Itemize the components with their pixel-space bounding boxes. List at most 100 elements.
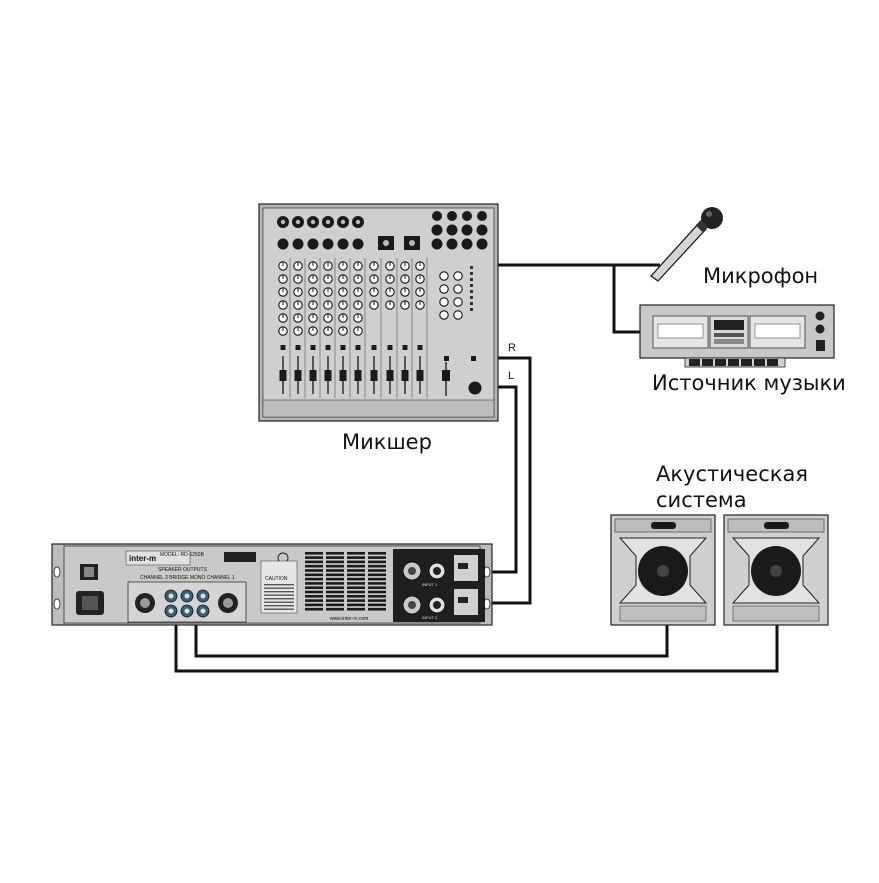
vent-slot (326, 560, 344, 564)
deck-button (741, 359, 752, 366)
master-jack (431, 224, 443, 236)
vent-slot (347, 552, 365, 555)
fader-knob (324, 370, 332, 381)
amp-website-label: www.inter-m.com (330, 616, 368, 622)
phones-jack (468, 381, 482, 395)
channel-r-label: R (508, 342, 516, 354)
vent-slot (347, 573, 365, 577)
amp-speaker-outputs-label: SPEAKER OUTPUTS (158, 567, 208, 573)
fader-knob (294, 370, 302, 381)
vent-slot (368, 564, 386, 568)
master-knob (439, 297, 449, 307)
vent-slot (368, 590, 386, 594)
cable-amp-speaker-right (174, 618, 779, 673)
vent-slot (347, 607, 365, 611)
channel-button (355, 345, 361, 350)
vent-slot (305, 590, 323, 594)
cable-amp-speaker-left (194, 618, 669, 658)
speaker-right (723, 514, 829, 626)
vent-slot (368, 556, 386, 559)
master-jack (432, 211, 442, 221)
master-fader-knob (442, 370, 450, 381)
cable-mixer-music-source (612, 265, 640, 334)
channel-button (371, 345, 377, 350)
vent-slot (326, 569, 344, 572)
channel-button (340, 345, 346, 350)
vent-slot (347, 595, 365, 598)
vent-slot (305, 564, 323, 568)
vent-slot (305, 582, 323, 585)
vent-slot (368, 552, 386, 555)
vent-slot (305, 603, 323, 607)
master-jack (462, 211, 472, 221)
line-input-jack (277, 238, 289, 250)
vent-slot (326, 603, 344, 607)
amp-input2-label: INPUT 2 (422, 615, 438, 620)
speaker-left (610, 514, 716, 626)
vent-slot (347, 569, 365, 572)
meter-led (470, 290, 473, 293)
vent-slot (368, 599, 386, 602)
master-jack (447, 211, 457, 221)
line-input-jack (337, 238, 349, 250)
channel-button (417, 345, 423, 350)
music-source-label: Источник музыки (652, 371, 846, 395)
vent-slot (305, 552, 323, 555)
vent-slot (347, 564, 365, 568)
deck-button (689, 359, 700, 366)
master-jack (461, 224, 473, 236)
channel-button (325, 345, 331, 350)
vent-slot (368, 595, 386, 598)
vent-slot (347, 556, 365, 559)
vent-slot (305, 569, 323, 572)
channel-button (295, 345, 301, 350)
fader-knob (279, 370, 287, 381)
fader-knob (401, 370, 409, 381)
meter-led (470, 302, 473, 305)
channel-button (402, 345, 408, 350)
fader-knob (386, 370, 394, 381)
fader-knob (370, 370, 378, 381)
amp-brand-label: inter-m (129, 554, 156, 563)
vent-slot (368, 603, 386, 607)
vent-slot (305, 607, 323, 611)
vent-slot (326, 556, 344, 559)
speaker-system-label-line1: Акустическая (656, 462, 808, 486)
master-knob (453, 284, 463, 294)
vent-slot (326, 564, 344, 568)
master-jack (476, 238, 488, 250)
meter-led (470, 266, 473, 269)
vent-slot (305, 595, 323, 598)
vent-slot (368, 573, 386, 577)
vent-slot (305, 599, 323, 602)
channel-button (310, 345, 316, 350)
master-knob (439, 271, 449, 281)
vent-slot (305, 573, 323, 577)
vent-slot (326, 577, 344, 581)
fader-knob (309, 370, 317, 381)
meter-led (470, 296, 473, 299)
speaker-system-label-line2: система (656, 488, 747, 512)
channel-l-label: L (508, 370, 515, 382)
vent-slot (326, 573, 344, 577)
vent-slot (368, 577, 386, 581)
meter-led (470, 308, 473, 311)
meter-led (470, 272, 473, 275)
deck-button (728, 359, 739, 366)
mixer-label: Микшер (342, 430, 432, 454)
vent-slot (326, 582, 344, 585)
master-jack (461, 238, 473, 250)
vent-slot (326, 552, 344, 555)
meter-led (470, 284, 473, 287)
channel-button (387, 345, 393, 350)
vent-slot (368, 582, 386, 585)
vent-slot (347, 599, 365, 602)
master-knob (453, 310, 463, 320)
vent-slot (305, 560, 323, 564)
vent-slot (326, 590, 344, 594)
vent-slot (368, 560, 386, 564)
amp-channel-bridge-label: CHANNEL 2 BRIDGE MONO CHANNEL 1 (140, 575, 235, 581)
line-input-jack (292, 238, 304, 250)
master-knob (439, 310, 449, 320)
